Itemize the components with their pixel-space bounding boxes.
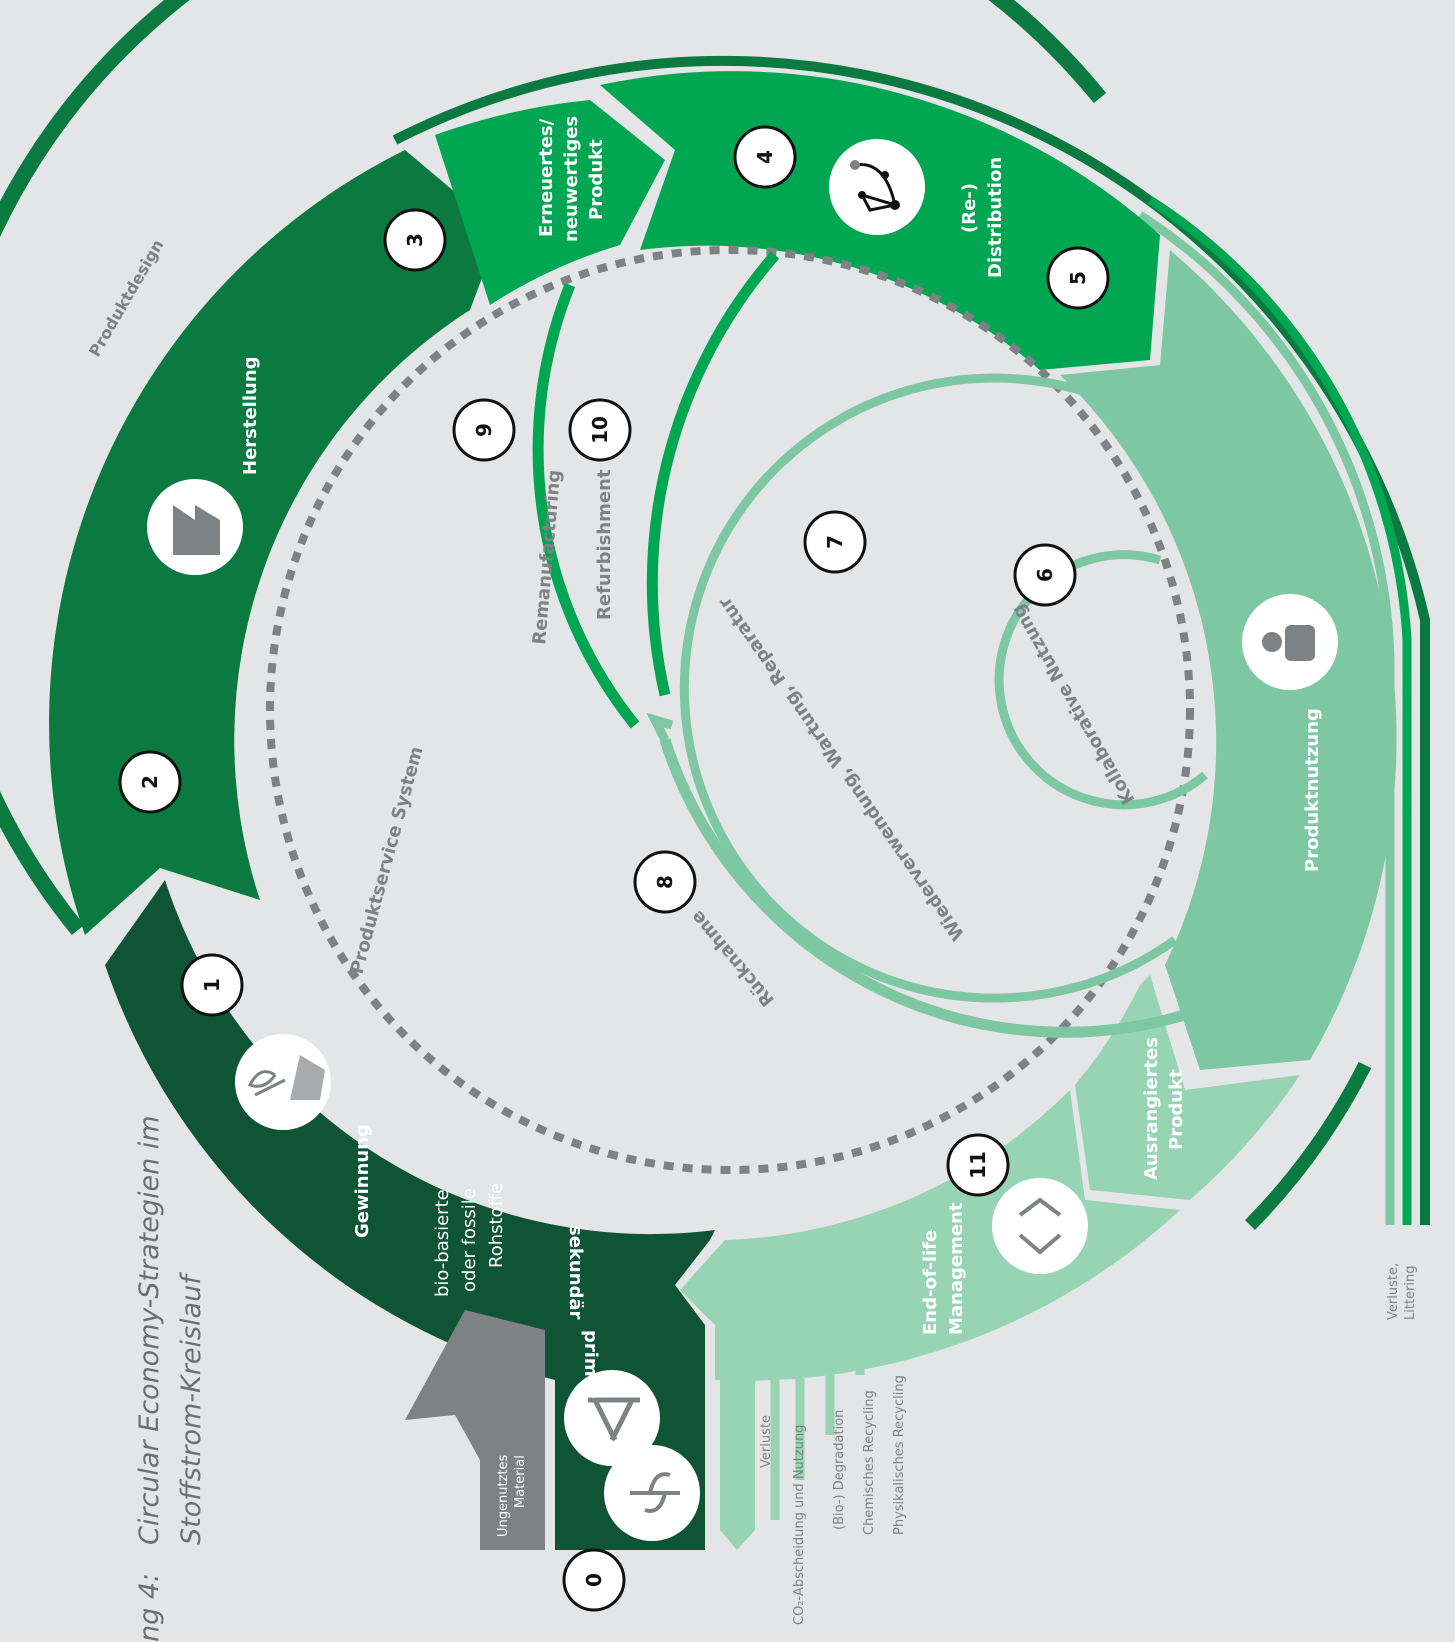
label-refurbishment: Refurbishment	[594, 469, 615, 620]
label-rohstoffe-3: Rohstoffe	[486, 1183, 507, 1268]
label-produktnutzung: Produktnutzung	[1302, 708, 1323, 872]
label-rohstoffe-1: bio-basierte	[432, 1189, 453, 1297]
label-ausrangiertes-2: Produkt	[1166, 1069, 1187, 1150]
label-erneuertes-2: neuwertiges	[561, 116, 582, 242]
label-verluste-littering-2: Littering	[1403, 1266, 1418, 1321]
network-icon	[829, 139, 925, 235]
littering-arc-2	[1147, 196, 1412, 1225]
label-distribution-1: (Re-)	[959, 183, 980, 233]
label-phys: Physikalisches Recycling	[892, 1375, 907, 1535]
label-produktdesign: Produktdesign	[85, 236, 167, 360]
label-primaer: primär	[580, 1330, 601, 1398]
label-ausrangiertes-1: Ausrangiertes	[1141, 1037, 1162, 1180]
label-rohstoffe-2: oder fossile	[459, 1188, 480, 1292]
label-distribution-2: Distribution	[985, 157, 1006, 278]
output-labels: Ungenutztes Material Verluste CO₂-Absche…	[496, 1263, 1418, 1625]
number-3: 3	[403, 233, 427, 247]
label-chem: Chemisches Recycling	[862, 1390, 877, 1535]
label-co2: CO₂-Abscheidung und Nutzung	[792, 1425, 807, 1625]
caption-prefix: ng 4:	[134, 1573, 165, 1642]
label-remanufacturing: Remanufacturing	[529, 469, 565, 646]
loop-refurbishment	[646, 251, 780, 697]
label-sekundaer: sekundär	[565, 1225, 586, 1320]
label-verluste-littering-1: Verluste,	[1386, 1263, 1401, 1320]
segment-end-of-life	[680, 1090, 1180, 1381]
segment-herstellung	[49, 150, 500, 935]
factory-icon	[147, 479, 243, 575]
number-0: 0	[582, 1573, 606, 1587]
outer-return-arc	[1245, 1061, 1372, 1230]
number-markers	[118, 125, 1110, 1612]
segment-erneuertes	[435, 100, 665, 305]
loop-ruecknahme	[659, 738, 1202, 1038]
number-6: 6	[1033, 568, 1057, 582]
number-labels: 0 1 2 3 4 5 6 7 8 9 10 11	[138, 150, 1090, 1587]
label-verluste: Verluste	[759, 1415, 774, 1468]
label-material-1: Ungenutztes	[496, 1455, 511, 1537]
label-eol-2: Management	[946, 1202, 967, 1335]
outer-arcs	[0, 0, 1430, 1230]
label-kollaborative: Kollaborative Nutzung	[1008, 601, 1140, 808]
label-degradation: (Bio-) Degradation	[832, 1410, 847, 1530]
number-7: 7	[823, 535, 847, 549]
label-gewinnung: Gewinnung	[352, 1124, 373, 1238]
inner-loops	[532, 251, 1208, 1038]
number-10: 10	[588, 416, 612, 444]
label-erneuertes-3: Produkt	[586, 139, 607, 220]
leaf-icon	[604, 1445, 700, 1541]
number-8: 8	[653, 875, 677, 889]
caption-line-1: Circular Economy-Strategien im	[134, 1115, 165, 1545]
label-herstellung: Herstellung	[240, 356, 261, 475]
oil-rig-icon	[564, 1370, 660, 1466]
main-ring	[49, 71, 1397, 1550]
number-9: 9	[472, 423, 496, 437]
littering-arc-3	[1137, 211, 1395, 1225]
recycle-icon	[992, 1178, 1088, 1274]
label-material-2: Material	[513, 1455, 528, 1508]
segment-gewinnung	[105, 880, 715, 1550]
plant-icon	[235, 1034, 331, 1130]
label-ruecknahme: Rücknahme	[687, 906, 779, 1010]
segment-labels: Gewinnung bio-basierte oder fossile Rohs…	[240, 116, 1323, 1398]
loop-kollaborative	[994, 550, 1208, 810]
segment-produktnutzung	[1060, 250, 1397, 1070]
person-icon	[1242, 594, 1338, 690]
number-5: 5	[1066, 271, 1090, 285]
verluste-arrow	[720, 1330, 755, 1550]
number-11: 11	[966, 1151, 990, 1179]
produktservice-circle	[266, 246, 1194, 1174]
caption-line-2: Stoffstrom-Kreislauf	[176, 1272, 207, 1545]
label-produktservice: Produktservice System	[347, 744, 428, 976]
ungenutztes-material-arrow	[405, 1310, 545, 1550]
produktdesign-arc	[0, 0, 1107, 936]
number-2: 2	[138, 775, 162, 789]
loop-wiederverwendung	[679, 373, 1178, 1003]
loop-remanufacturing	[532, 282, 640, 729]
figure-caption: ng 4: Circular Economy-Strategien im Sto…	[134, 1115, 207, 1642]
label-eol-1: End-of-life	[920, 1230, 941, 1335]
number-4: 4	[753, 150, 777, 164]
number-1: 1	[200, 978, 224, 992]
label-erneuertes-1: Erneuertes/	[536, 118, 557, 237]
